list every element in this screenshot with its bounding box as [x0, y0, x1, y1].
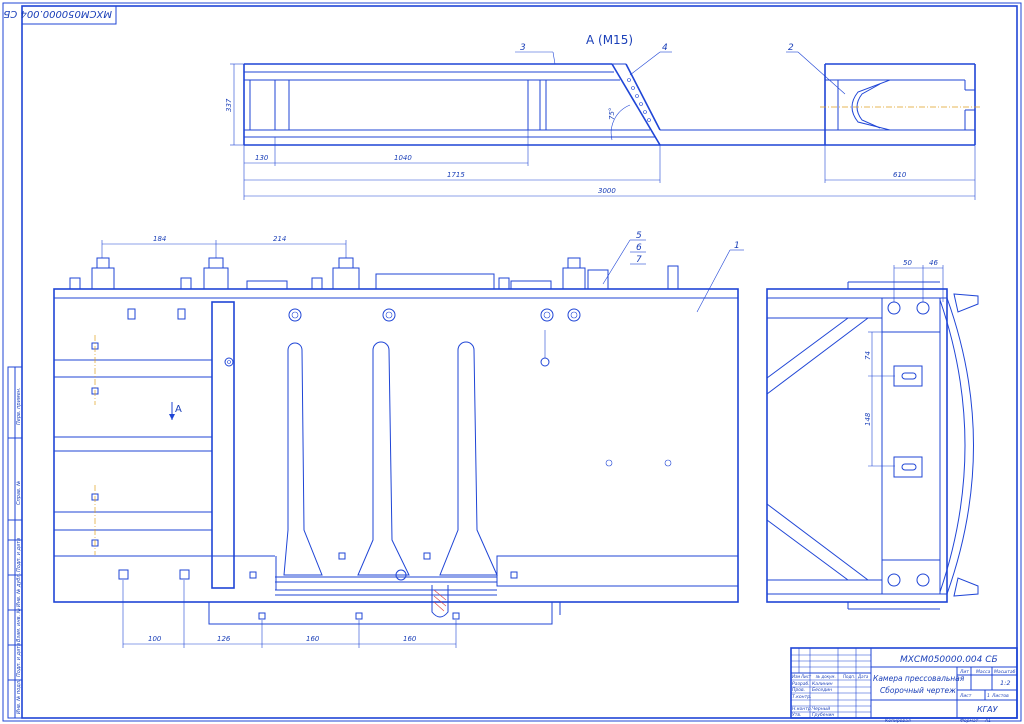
top-stamp: МХСМ050000.004 СБ: [3, 5, 117, 25]
callout-2: 2: [788, 43, 794, 53]
tb-role-prov: Пров.: [792, 687, 805, 693]
tb-sheet-label: Лист: [959, 693, 972, 699]
dim-610: 610: [893, 171, 907, 179]
view-main: А 184 214 100 126 160 160 1 5 6 7: [53, 231, 744, 648]
view-side: 50 46 74 148: [766, 259, 979, 610]
tb-sheets-label: Листов: [991, 693, 1009, 699]
tb-role-razrab: Разраб.: [792, 681, 810, 687]
callout-1: 1: [734, 241, 740, 251]
tb-org: КГАУ: [977, 705, 999, 714]
dim-184: 184: [153, 235, 166, 243]
strip-label-dubl: Инв. № дубл.: [16, 573, 22, 607]
view-top-title: А (М15): [586, 33, 633, 47]
tb-person-nkontr: Черный: [812, 706, 830, 712]
tb-col-list: Лист: [800, 674, 812, 679]
dim-160-b: 160: [403, 635, 417, 643]
inner-frame: [21, 5, 1018, 719]
strip-label-podp2: Подп. и дата: [16, 643, 22, 677]
left-strip: Перв. примен. Справ. № Подп. и дата Инв.…: [7, 366, 23, 719]
title-block: Изм Лист № докум. Подп. Дата Разраб. Про…: [790, 647, 1018, 719]
format-value: А1: [984, 718, 991, 724]
tb-designation: МХСМ050000.004 СБ: [900, 655, 998, 665]
tb-role-nkontr: Н.контр.: [792, 706, 812, 712]
view-arrow-label: А: [175, 404, 182, 415]
callout-6: 6: [636, 243, 642, 253]
strip-label-perv: Перв. примен.: [16, 387, 22, 425]
dim-126: 126: [217, 635, 231, 643]
dim-1715: 1715: [447, 171, 465, 179]
dim-74: 74: [864, 351, 872, 360]
dim-50: 50: [903, 259, 912, 267]
strip-label-podl: Инв. № подл.: [16, 680, 22, 715]
strip-label-podp1: Подп. и дата: [16, 538, 22, 572]
format-label: Формат: [960, 718, 979, 724]
strip-label-vzam: Взам. инв. №: [16, 608, 22, 642]
dim-148: 148: [864, 412, 872, 426]
strip-label-sprav: Справ. №: [16, 481, 22, 505]
tb-person-prov: Беседин: [812, 687, 832, 693]
tb-sheets-count: 1: [987, 693, 990, 699]
dim-214: 214: [273, 235, 286, 243]
view-top: А (М15): [225, 33, 980, 200]
tb-person-razrab: Калинин: [812, 681, 833, 687]
tb-person-utv: Грубенин: [812, 712, 834, 718]
callout-7: 7: [636, 255, 642, 265]
callout-5: 5: [636, 231, 642, 241]
tb-name-line2: Сборочный чертеж: [880, 686, 956, 695]
tb-mass: Масса: [976, 669, 991, 675]
callout-4: 4: [662, 43, 668, 53]
tb-col-podp: Подп.: [843, 674, 855, 679]
copied-label: Копировал: [885, 718, 911, 724]
callout-3: 3: [520, 43, 526, 53]
tb-lit: Лит: [959, 669, 969, 675]
dim-160-a: 160: [306, 635, 320, 643]
dim-100: 100: [148, 635, 162, 643]
tb-col-data: Дата: [857, 674, 869, 679]
tb-col-izm: Изм: [792, 674, 800, 679]
tb-role-utv: Утв.: [792, 712, 801, 718]
dim-337: 337: [225, 98, 233, 112]
dim-3000: 3000: [598, 187, 616, 195]
tb-col-doc: № докум.: [815, 674, 836, 679]
angle-75: 75°: [608, 108, 616, 120]
tb-scale: 1:2: [1000, 679, 1010, 687]
tb-scale-header: Масштаб: [994, 669, 1016, 675]
top-stamp-text: МХСМ050000.004 СБ: [3, 8, 112, 19]
tb-name-line1: Камера прессовальная: [873, 674, 965, 683]
tb-role-tkontr: Т.контр.: [792, 694, 812, 700]
dim-46: 46: [929, 259, 938, 267]
dim-130: 130: [255, 154, 269, 162]
dim-1040: 1040: [394, 154, 412, 162]
